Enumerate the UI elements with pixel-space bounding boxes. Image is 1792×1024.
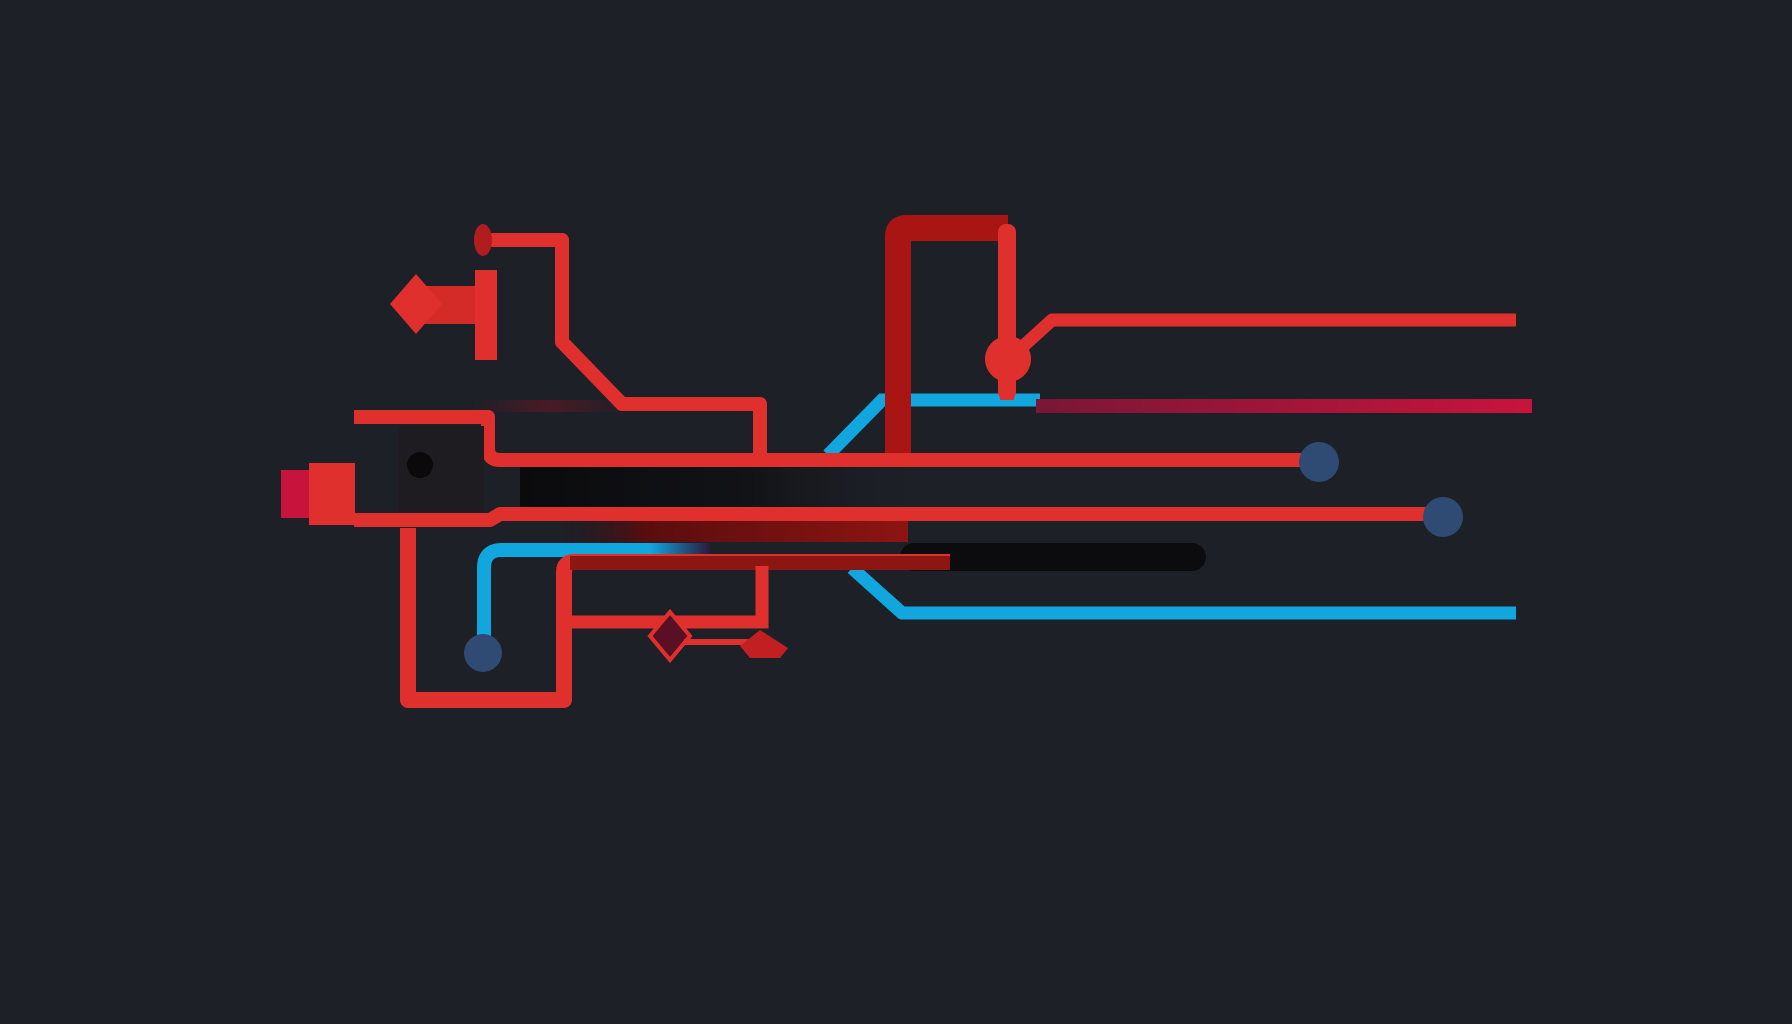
black-bar-lower (900, 543, 1206, 571)
connector-hole (407, 452, 433, 478)
red-trace-upper-right (1003, 313, 1516, 365)
junction-node-red (985, 336, 1031, 382)
blue-trace-left (477, 543, 660, 650)
dark-red-lower-bar (570, 556, 950, 570)
arrow-plate (475, 270, 497, 360)
arrow-diamond (390, 274, 442, 334)
component-diamond (647, 608, 693, 664)
blue-trace-upper (823, 393, 1040, 460)
red-trace-mid-bottom (570, 566, 769, 629)
component-head (740, 630, 788, 658)
red-bus-upper (354, 410, 1306, 467)
end-cap-top (474, 224, 492, 256)
crimson-trace (1036, 399, 1532, 413)
dark-red-band (560, 520, 908, 542)
blue-fade-segment (650, 543, 710, 557)
node-blue-1 (1299, 442, 1339, 482)
dark-red-column (885, 215, 1008, 454)
plug-body (309, 463, 355, 525)
black-bar (520, 466, 940, 508)
node-blue-3 (464, 634, 502, 672)
red-bus-lower (354, 507, 1432, 527)
node-blue-2 (1423, 497, 1463, 537)
blue-trace-lower (847, 563, 1516, 620)
red-trace-top-left (482, 233, 767, 455)
faint-trace (470, 400, 630, 412)
